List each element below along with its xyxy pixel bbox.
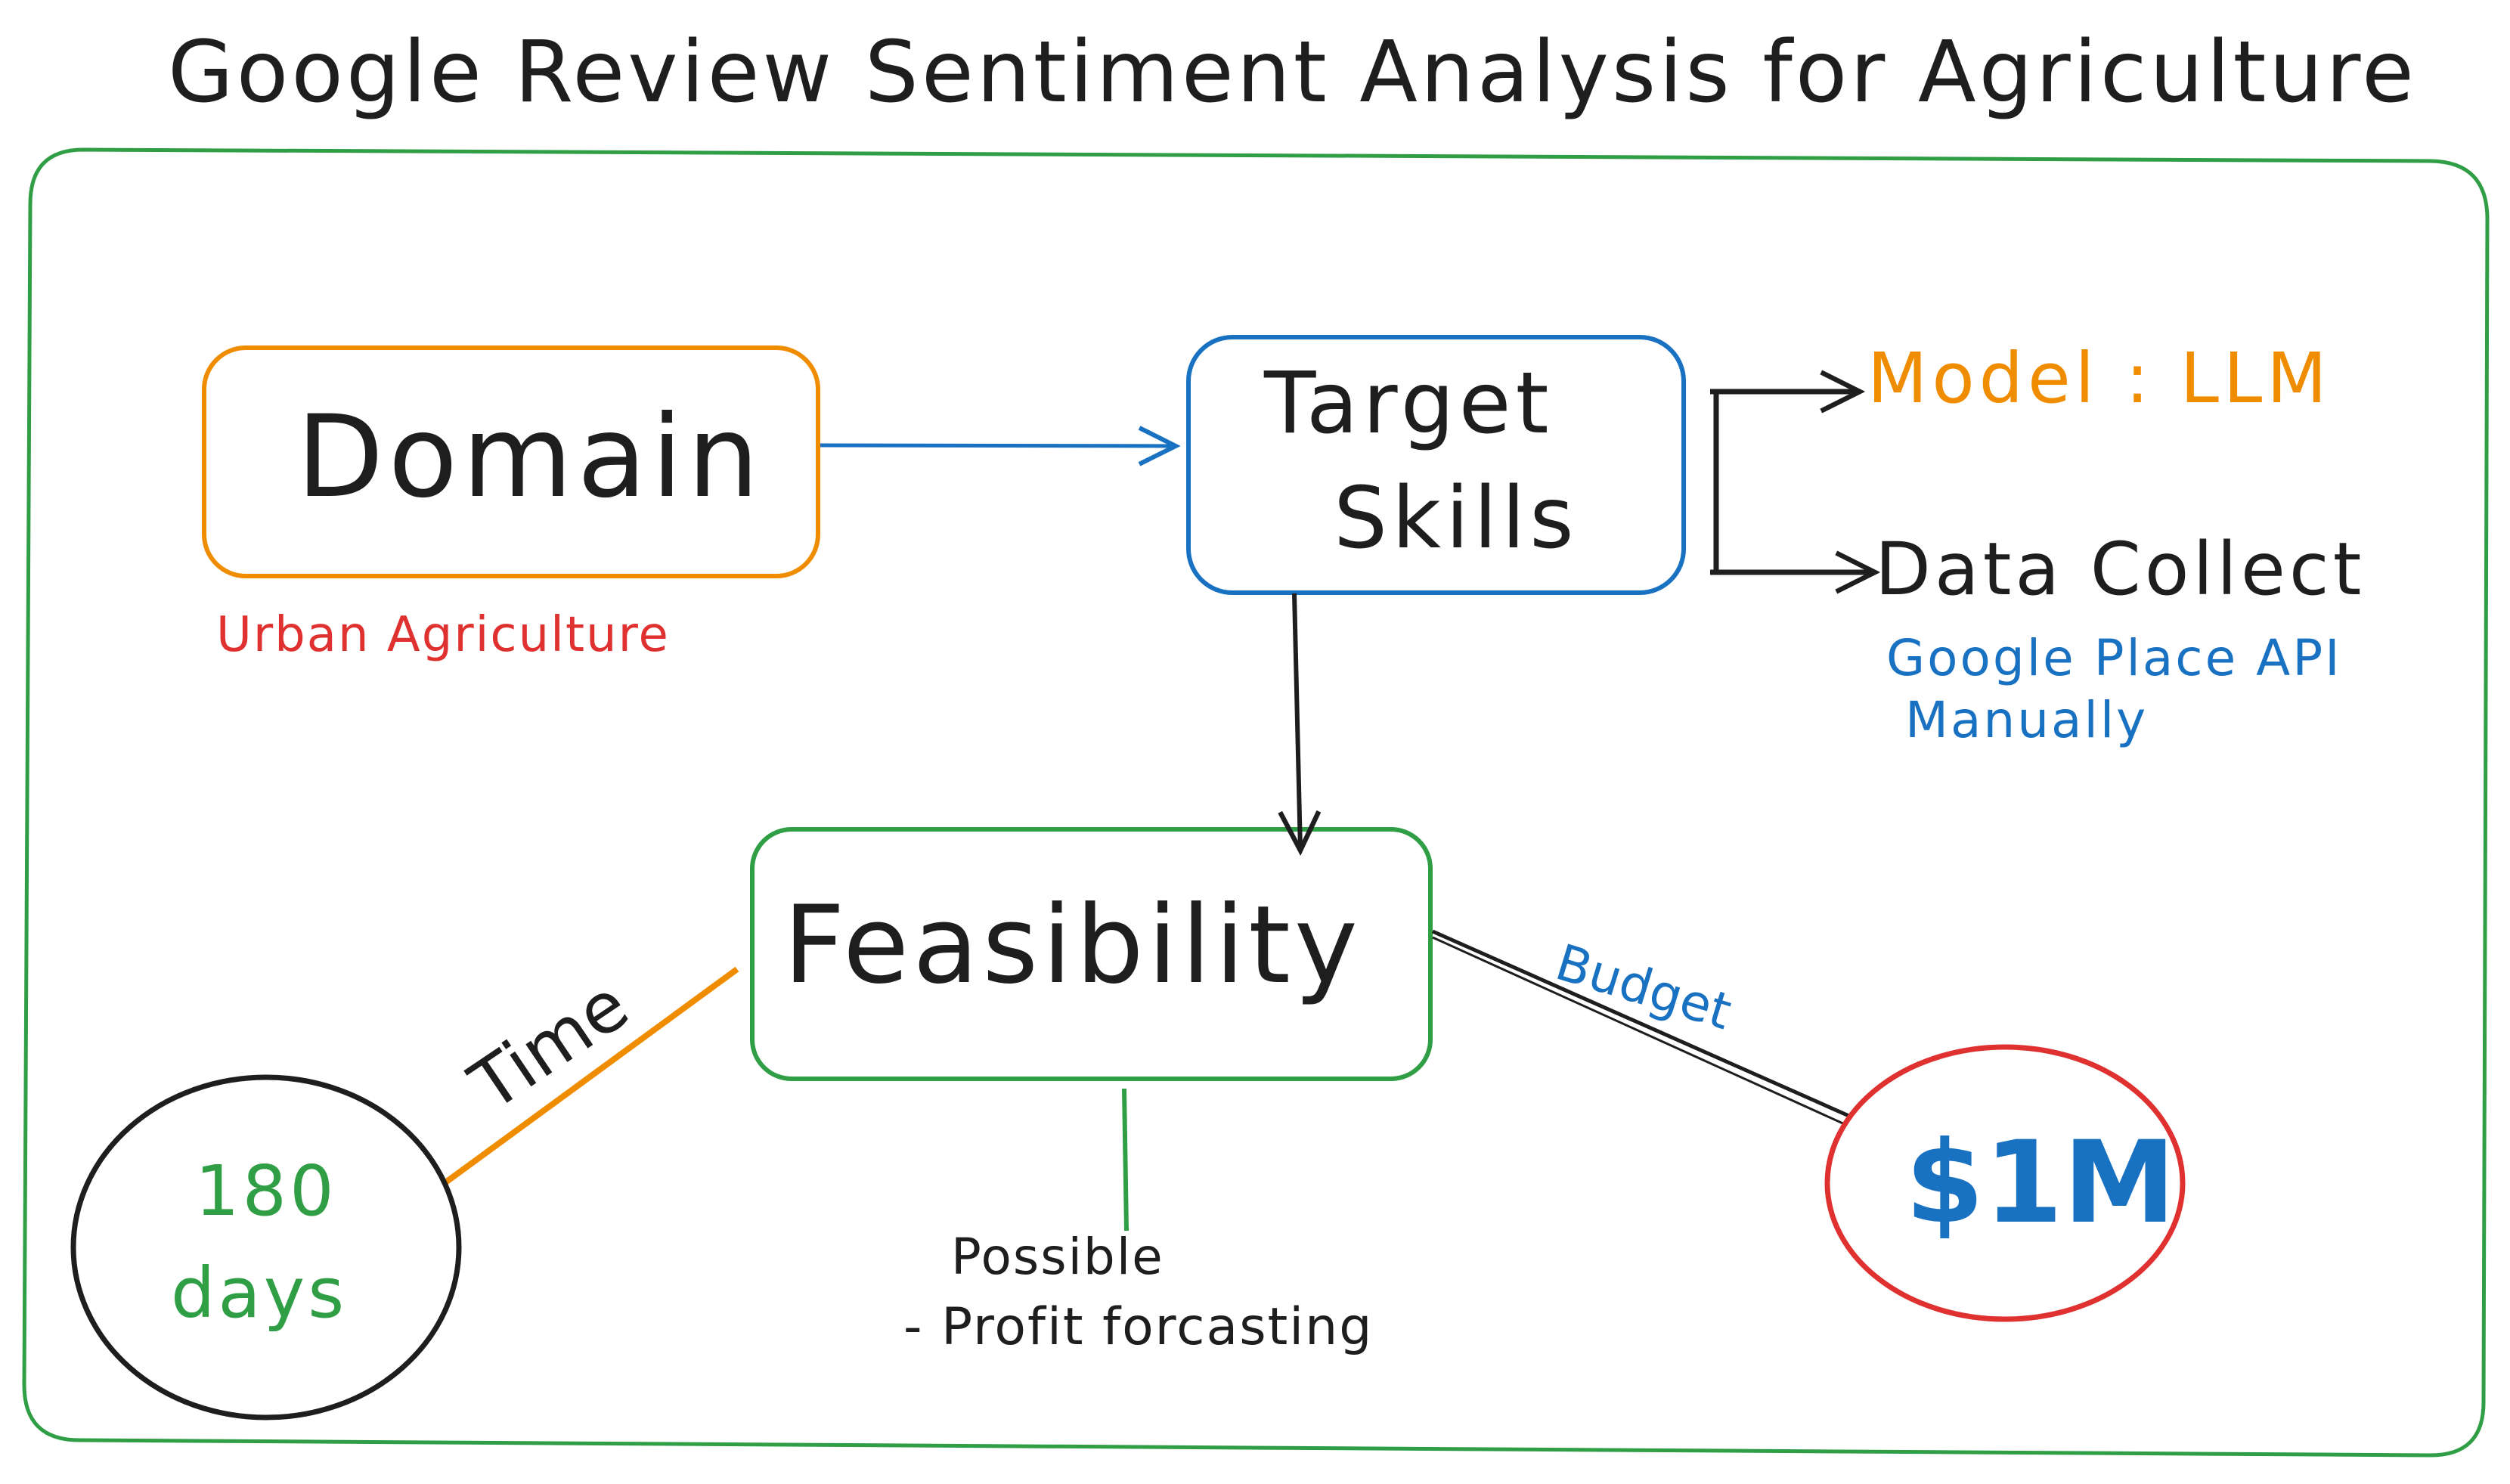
domain-note: Urban Agriculture bbox=[216, 607, 670, 663]
feasibility-note-possible: Possible bbox=[951, 1228, 1164, 1286]
feasibility-label: Feasibility bbox=[783, 883, 1362, 1008]
diagram-title: Google Review Sentiment Analysis for Agr… bbox=[168, 23, 2417, 122]
data-collect-label: Data Collect bbox=[1875, 527, 2366, 612]
domain-label: Domain bbox=[296, 392, 764, 523]
feasibility-note-profit: - Profit forcasting bbox=[903, 1297, 1374, 1357]
model-label: Model : LLM bbox=[1867, 338, 2332, 419]
target-skills-label-line1: Target bbox=[1264, 355, 1554, 453]
outer-frame bbox=[22, 147, 2490, 1458]
budget-line bbox=[1431, 929, 1854, 1120]
skills-to-feasibility-arrow bbox=[1294, 593, 1300, 850]
domain-to-skills-arrow bbox=[820, 445, 1176, 446]
time-value-number: 180 bbox=[195, 1151, 337, 1232]
time-circle bbox=[70, 1074, 462, 1420]
budget-line-double bbox=[1432, 936, 1847, 1126]
feasibility-box bbox=[750, 827, 1433, 1081]
target-skills-box bbox=[1186, 335, 1686, 595]
data-collect-note-api: Google Place API bbox=[1886, 629, 2342, 687]
data-collect-note-manual: Manually bbox=[1905, 691, 2149, 749]
possible-line bbox=[1122, 1088, 1129, 1232]
domain-box bbox=[202, 345, 820, 578]
time-line bbox=[442, 966, 739, 1186]
budget-circle bbox=[1824, 1044, 2186, 1322]
budget-value: $1M bbox=[1905, 1117, 2177, 1249]
target-skills-label-line2: Skills bbox=[1334, 469, 1579, 568]
time-value-unit: days bbox=[171, 1253, 348, 1334]
